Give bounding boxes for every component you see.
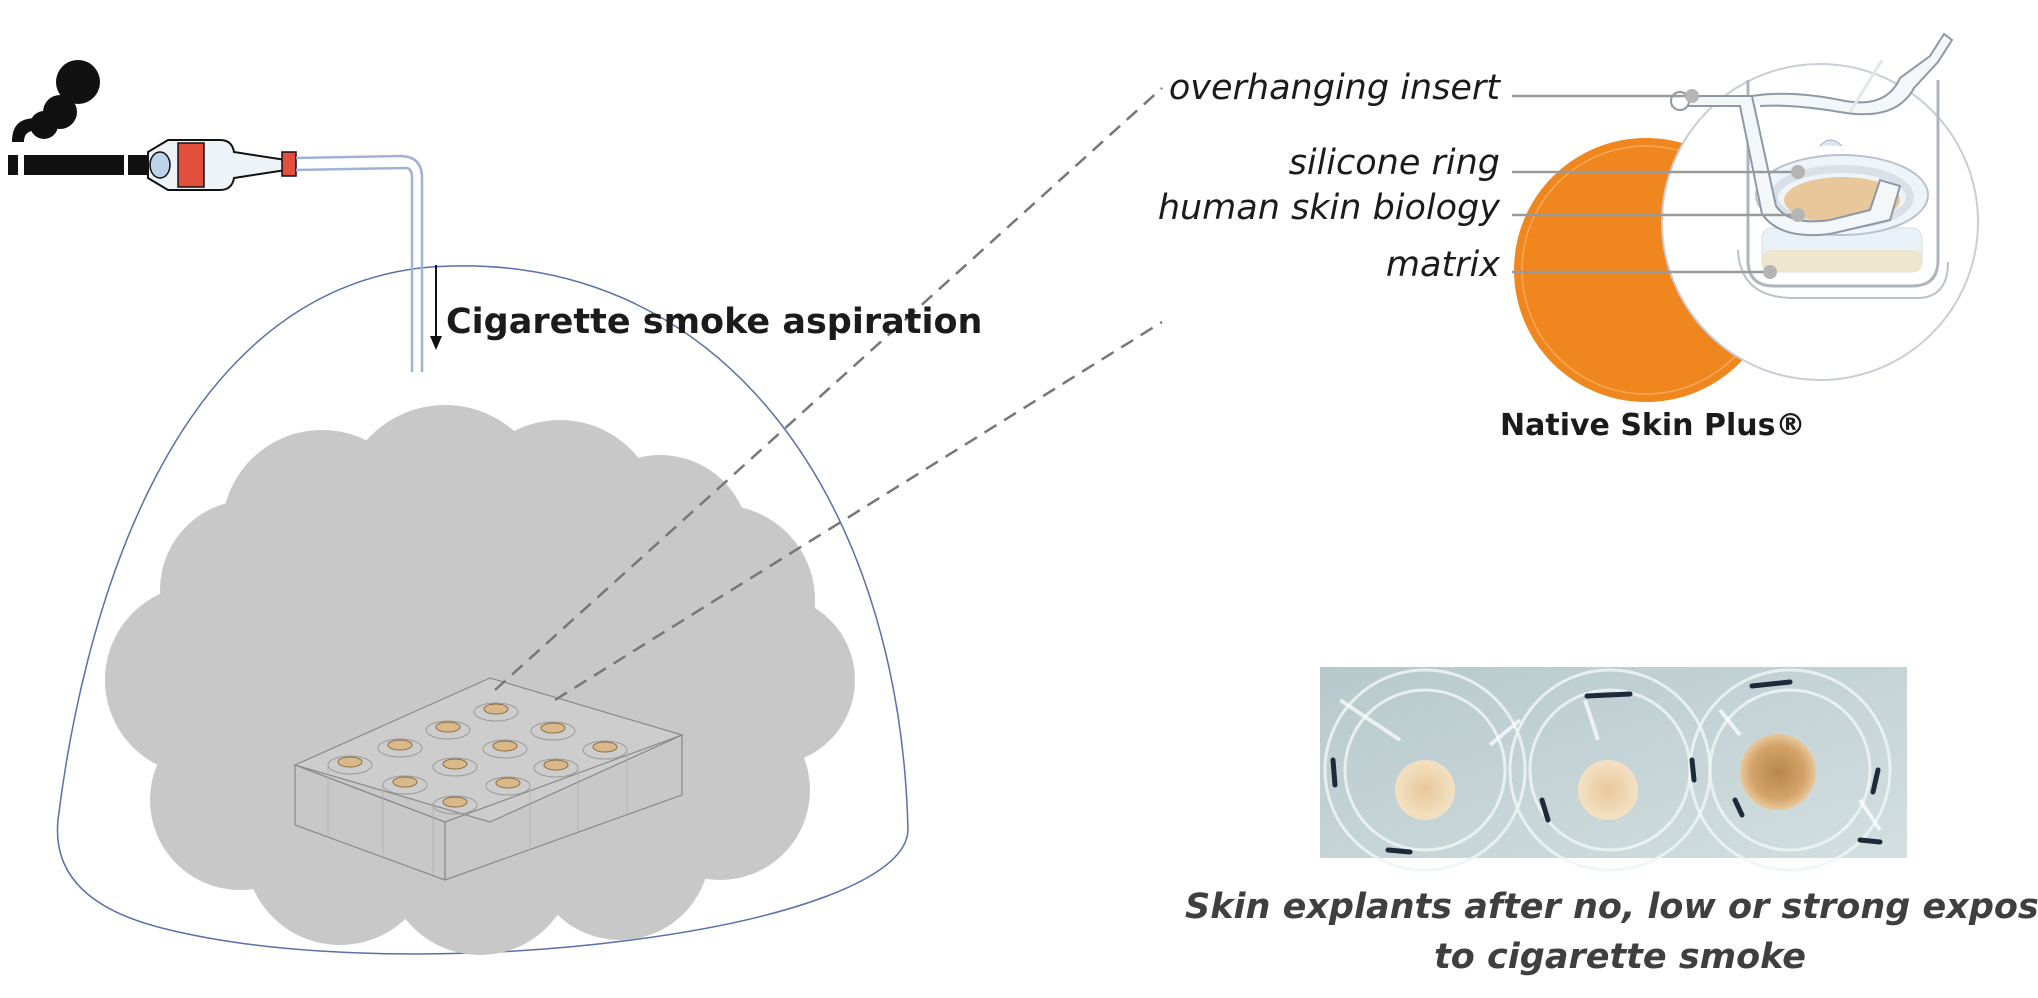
explant-photo — [1320, 667, 1907, 872]
filter-trap-icon — [147, 139, 297, 191]
label-silicone-ring: silicone ring — [1288, 143, 1500, 183]
smoke-cloud — [105, 405, 855, 955]
aspiration-tube — [295, 154, 424, 372]
caption-line-1: Skin explants after no, low or strong ex… — [1185, 887, 2038, 927]
aspiration-label: Cigarette smoke aspiration — [446, 302, 983, 342]
smoke-icon — [12, 60, 100, 142]
label-human-skin-biology: human skin biology — [1157, 188, 1500, 228]
cigarette-icon — [8, 155, 148, 175]
zoom-lines — [494, 87, 1163, 702]
exposure-chamber — [56, 265, 909, 955]
label-matrix: matrix — [1385, 245, 1500, 285]
leader-lines — [1512, 94, 1798, 274]
well-plate-icon — [293, 677, 684, 881]
product-name: Native Skin Plus® — [1500, 408, 1806, 443]
caption-line-2: to cigarette smoke — [1434, 937, 1806, 977]
aspiration-arrow — [430, 265, 442, 350]
label-overhanging-insert: overhanging insert — [1168, 68, 1500, 108]
photo-caption: Skin explants after no, low or strong ex… — [1185, 882, 2038, 982]
skin-insert-icon — [1514, 32, 1979, 402]
leader-dots — [1685, 89, 1805, 279]
